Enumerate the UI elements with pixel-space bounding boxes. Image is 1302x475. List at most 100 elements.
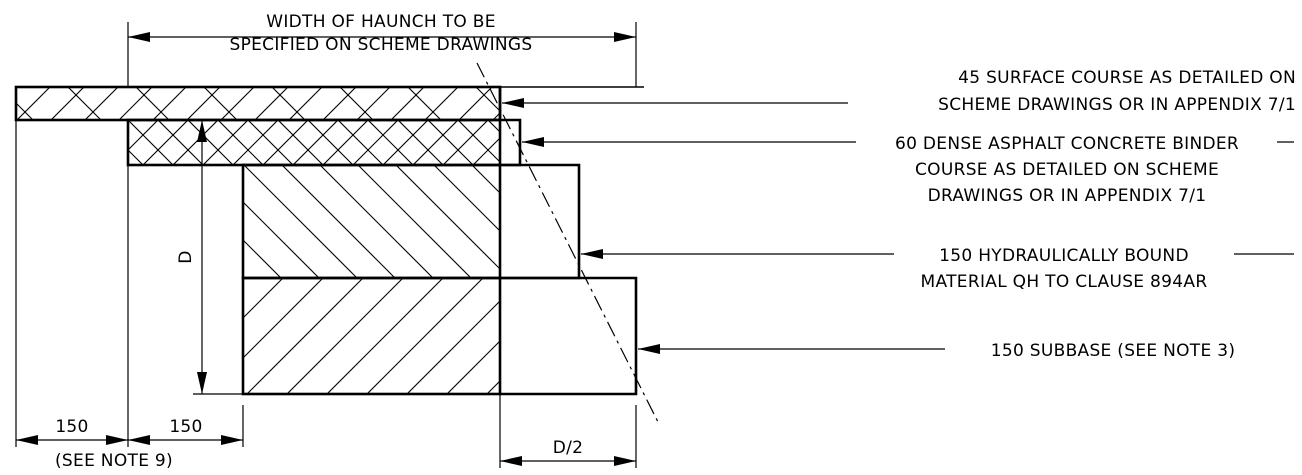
binder-hatch-line bbox=[157, 120, 204, 165]
half-depth-label: D/2 bbox=[553, 438, 584, 458]
binder-hatch-line bbox=[128, 120, 129, 121]
binder-hatch-line bbox=[367, 120, 414, 165]
binder-hatch-line bbox=[187, 120, 234, 165]
haunch-width-label-1: WIDTH OF HAUNCH TO BE bbox=[266, 12, 496, 32]
surface-hatch-line bbox=[152, 87, 187, 120]
offset-arrow-4 bbox=[221, 435, 243, 445]
surface-hatch-line bbox=[220, 87, 255, 120]
subbase-hatch-line bbox=[366, 278, 484, 394]
offset-arrow-1 bbox=[16, 435, 38, 445]
binder-course-label-2: COURSE AS DETAILED ON SCHEME bbox=[915, 160, 1219, 180]
binder-leader-arrow bbox=[522, 137, 544, 147]
binder-course-label-3: DRAWINGS OR IN APPENDIX 7/1 bbox=[928, 186, 1207, 206]
surface-hatch-line bbox=[118, 87, 153, 120]
hbm-hatch-line bbox=[281, 165, 396, 278]
hbm-leader-arrow bbox=[581, 249, 603, 259]
binder-hatch-line bbox=[142, 120, 189, 165]
surface-hatch-line bbox=[16, 87, 51, 120]
surface-hatch-line bbox=[288, 87, 323, 120]
binder-hatch-line bbox=[128, 120, 159, 151]
binder-hatch-line bbox=[337, 120, 384, 165]
depth-arrow-top bbox=[197, 120, 207, 142]
depth-arrow-bottom bbox=[197, 372, 207, 394]
surface-hatch-line bbox=[458, 87, 493, 120]
half-depth-arrow-left bbox=[500, 456, 522, 466]
offset-left-label: 150 bbox=[55, 417, 88, 437]
subbase-hatch-line bbox=[243, 278, 284, 319]
hbm-hatch-line bbox=[357, 165, 472, 278]
surface-hatch-line bbox=[16, 87, 17, 88]
surface-hatch-line bbox=[356, 87, 391, 120]
hbm-hatch-line bbox=[243, 239, 282, 278]
subbase-hatch-line bbox=[527, 278, 643, 394]
subbase-hatch-line bbox=[87, 278, 203, 394]
binder-hatch-line bbox=[68, 120, 113, 165]
surface-hatch-line bbox=[407, 87, 442, 120]
hbm-hatch-line bbox=[395, 165, 500, 270]
binder-hatch-line bbox=[217, 120, 264, 165]
surface-hatch-line bbox=[67, 87, 102, 120]
surface-hatch-line bbox=[254, 87, 289, 120]
offset-arrow-3 bbox=[128, 435, 150, 445]
subbase-hatch-line bbox=[567, 278, 683, 394]
subbase-leader-arrow bbox=[638, 344, 660, 354]
surface-hatch-line bbox=[50, 87, 85, 120]
hbm-hatch-line bbox=[319, 165, 434, 278]
binder-hatch-line bbox=[427, 120, 474, 165]
binder-hatch-line bbox=[352, 120, 399, 165]
subbase-hatch-line bbox=[607, 278, 723, 394]
hbm-hatch-line bbox=[243, 165, 358, 278]
binder-hatch-line bbox=[277, 120, 324, 165]
surface-hatch-line bbox=[424, 87, 459, 120]
subbase-label: 150 SUBBASE (SEE NOTE 3) bbox=[991, 341, 1236, 361]
surface-hatch-line bbox=[271, 87, 306, 120]
haunch-cut-line bbox=[476, 62, 659, 423]
hbm-label-1: 150 HYDRAULICALLY BOUND bbox=[939, 246, 1189, 266]
surface-hatch-line bbox=[84, 87, 119, 120]
binder-hatch-line bbox=[262, 120, 309, 165]
binder-hatch-line bbox=[397, 120, 444, 165]
half-depth-arrow-right bbox=[614, 456, 636, 466]
binder-hatch-line bbox=[442, 120, 489, 165]
surface-course-hatching bbox=[16, 87, 500, 120]
subbase-layer bbox=[241, 276, 502, 396]
surface-hatch-line bbox=[492, 112, 500, 120]
subbase-hatch-line bbox=[243, 278, 324, 359]
hbm-label-2: MATERIAL QH TO CLAUSE 894AR bbox=[921, 272, 1208, 292]
binder-hatch-line bbox=[412, 120, 459, 165]
hbm-hatch-line bbox=[433, 165, 500, 232]
surface-hatch-line bbox=[135, 87, 170, 120]
surface-hatch-line bbox=[339, 87, 374, 120]
surface-leader-arrow bbox=[502, 98, 524, 108]
haunch-width-arrow-left bbox=[128, 32, 150, 42]
hbm-layer-hatching bbox=[243, 165, 737, 278]
binder-hatch-line bbox=[232, 120, 279, 165]
offset-mid-label: 150 bbox=[169, 417, 202, 437]
binder-course-label-1: 60 DENSE ASPHALT CONCRETE BINDER bbox=[895, 134, 1239, 154]
subbase-hatch-line bbox=[486, 380, 500, 394]
surface-course-label-1: 45 SURFACE COURSE AS DETAILED ON bbox=[958, 68, 1296, 88]
hbm-hatch-line bbox=[510, 165, 623, 278]
binder-hatch-line bbox=[53, 120, 98, 165]
binder-hatch-line bbox=[322, 120, 369, 165]
haunch-width-label-2: SPECIFIED ON SCHEME DRAWINGS bbox=[229, 35, 532, 55]
binder-hatch-line bbox=[128, 149, 144, 165]
binder-hatch-line bbox=[172, 120, 219, 165]
depth-label: D bbox=[176, 250, 196, 263]
subbase-layer-step bbox=[500, 276, 638, 396]
subbase-layer-hatching bbox=[87, 278, 763, 394]
binder-course-hatching bbox=[53, 120, 500, 165]
subbase-hatch-line bbox=[326, 278, 444, 394]
subbase-hatch-line bbox=[647, 278, 763, 394]
hbm-hatch-line bbox=[624, 165, 737, 278]
subbase-hatch-line bbox=[446, 340, 500, 394]
subbase-hatch-line bbox=[243, 278, 244, 279]
binder-hatch-line bbox=[202, 120, 249, 165]
surface-course-layer bbox=[14, 85, 502, 122]
surface-hatch-line bbox=[186, 87, 221, 120]
hbm-layer bbox=[241, 163, 502, 280]
binder-hatch-line bbox=[472, 137, 500, 165]
binder-hatch-line bbox=[457, 120, 500, 163]
subbase-hatch-line bbox=[286, 278, 404, 394]
